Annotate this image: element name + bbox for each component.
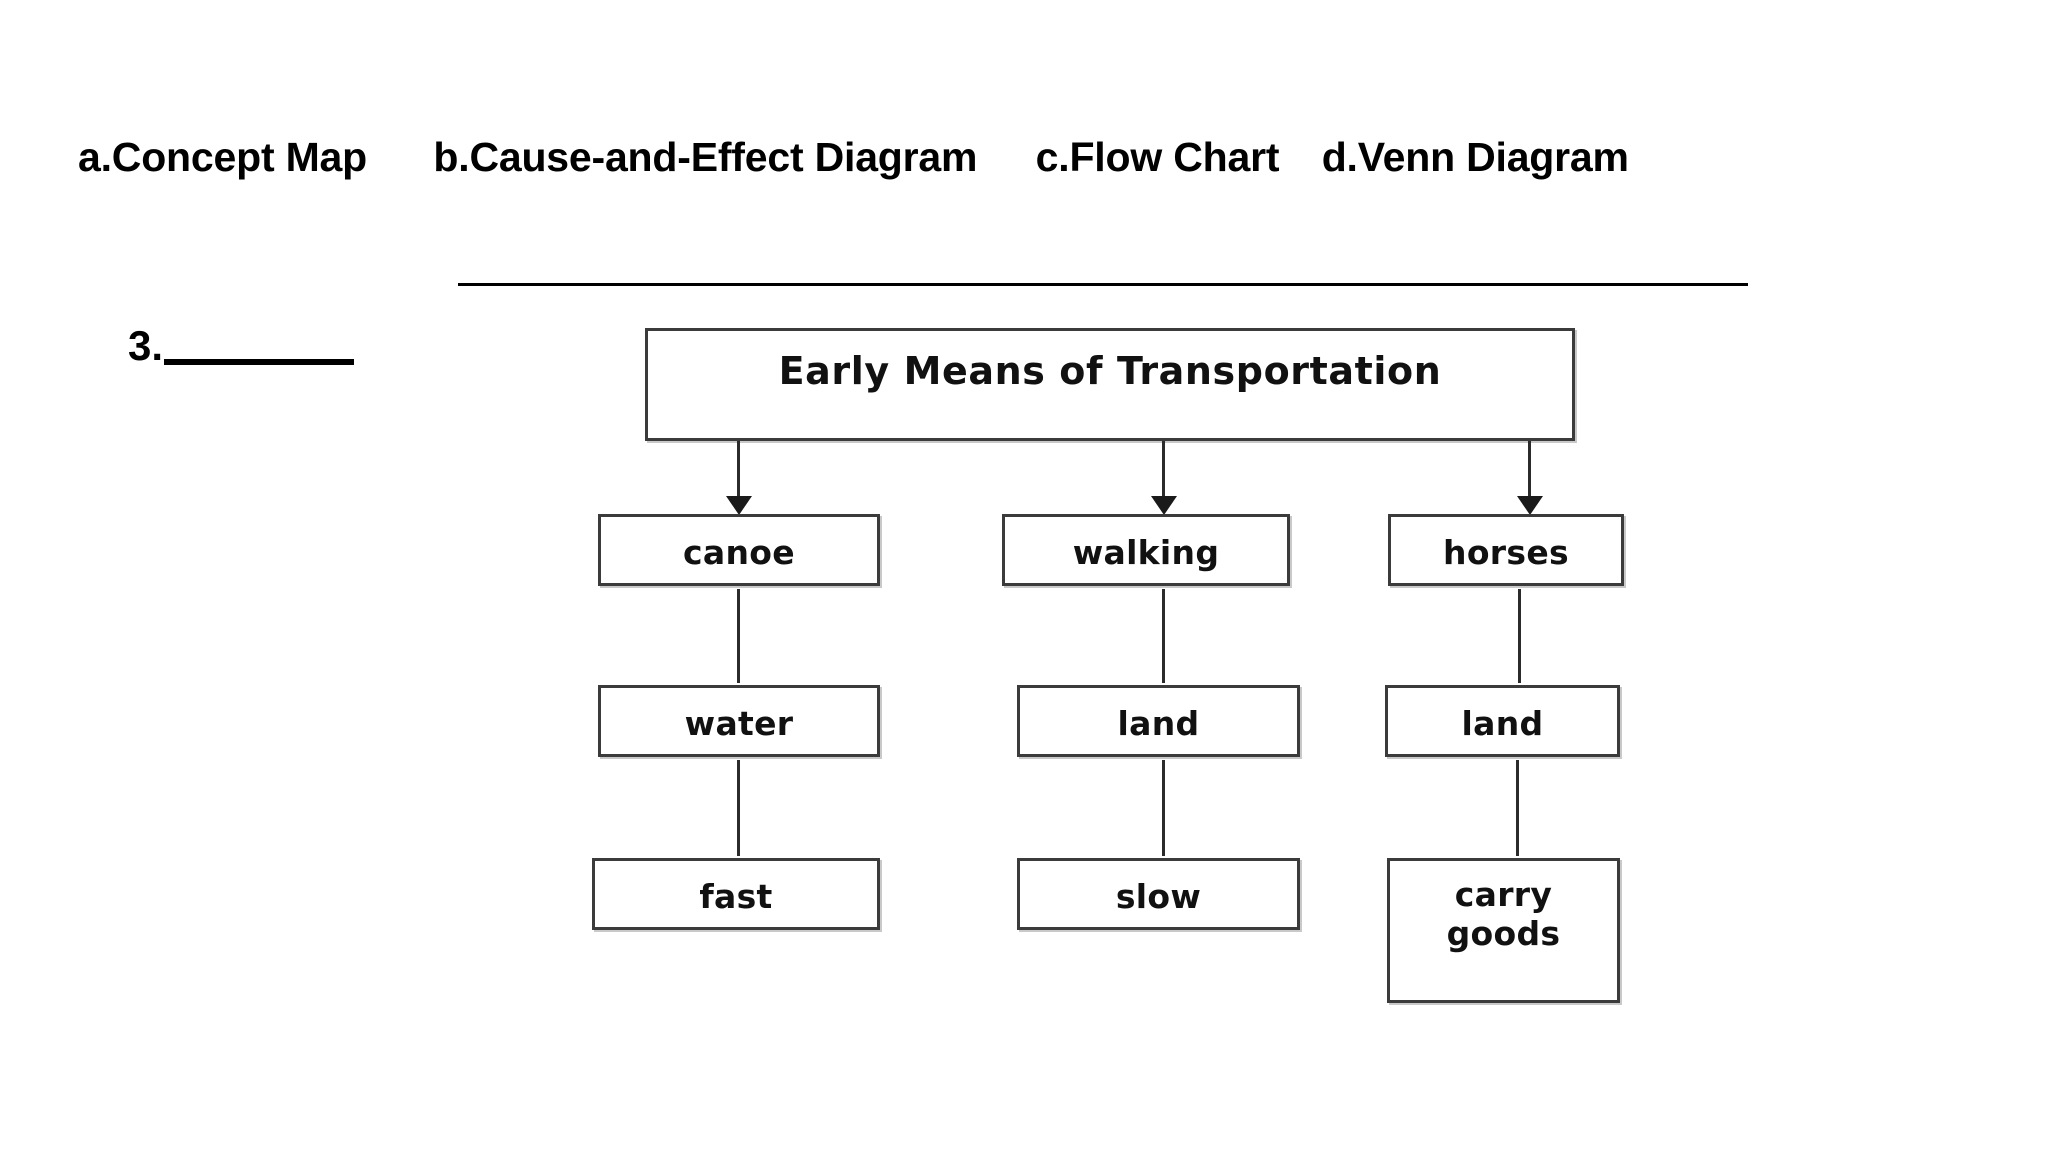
node-box-land-2: land — [1385, 685, 1620, 757]
connector-canoe-to-water — [737, 589, 740, 683]
node-box-slow: slow — [1017, 858, 1300, 930]
answer-choice-a[interactable]: a.Concept Map — [78, 134, 367, 180]
connector-land-to-carry-goods — [1516, 760, 1519, 856]
node-label-horses: horses — [1443, 533, 1569, 572]
question-row: 3. — [128, 322, 355, 369]
node-label-canoe: canoe — [683, 533, 795, 572]
connector-root-to-horses — [1528, 441, 1531, 499]
node-box-fast: fast — [592, 858, 880, 930]
answer-choices-row: a.Concept Map b.Cause-and-Effect Diagram… — [78, 137, 1978, 178]
horizontal-divider — [458, 283, 1748, 286]
connector-horses-to-land — [1518, 589, 1521, 683]
node-label-line-1: carry — [1454, 875, 1553, 914]
arrow-head-icon — [726, 496, 752, 515]
arrow-head-icon — [1151, 496, 1177, 515]
connector-root-to-walking — [1162, 441, 1165, 499]
node-label-slow: slow — [1115, 877, 1202, 916]
answer-choice-d[interactable]: d.Venn Diagram — [1321, 134, 1629, 180]
answer-choice-c[interactable]: c.Flow Chart — [1035, 134, 1280, 180]
node-box-carry-goods: carry goods — [1387, 858, 1620, 1003]
node-label-land-2: land — [1461, 704, 1544, 743]
node-label-fast: fast — [699, 877, 773, 916]
answer-choice-b[interactable]: b.Cause-and-Effect Diagram — [433, 134, 978, 180]
diagram-title-box: Early Means of Transportation — [645, 328, 1575, 441]
node-label-water: water — [684, 704, 794, 743]
node-label-walking: walking — [1072, 533, 1220, 572]
node-label-line-2: goods — [1446, 913, 1561, 953]
connector-walking-to-land — [1162, 589, 1165, 683]
node-box-walking: walking — [1002, 514, 1290, 586]
diagram-title-label: Early Means of Transportation — [778, 349, 1442, 393]
question-number: 3. — [128, 322, 164, 369]
connector-root-to-canoe — [737, 441, 740, 499]
connector-land-to-slow — [1162, 760, 1165, 856]
node-box-water: water — [598, 685, 880, 757]
answer-blank-input[interactable] — [164, 359, 355, 365]
connector-water-to-fast — [737, 760, 740, 856]
node-box-canoe: canoe — [598, 514, 880, 586]
arrow-head-icon — [1517, 496, 1543, 515]
node-label-land-1: land — [1117, 704, 1200, 743]
node-label-carry-goods: carry goods — [1390, 875, 1617, 954]
node-box-horses: horses — [1388, 514, 1624, 586]
node-box-land-1: land — [1017, 685, 1300, 757]
